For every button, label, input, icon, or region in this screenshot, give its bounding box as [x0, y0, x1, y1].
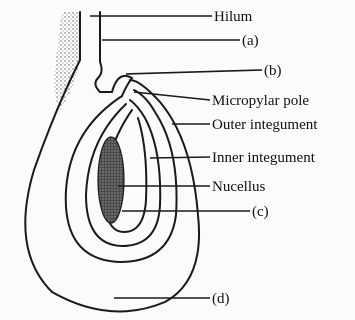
- label-inner-integument: Inner integument: [212, 150, 316, 166]
- micropyle: [112, 76, 132, 96]
- embryo-sac: [98, 137, 124, 223]
- label-d: (d): [212, 291, 230, 307]
- funicle-stipple: [54, 12, 80, 110]
- funicle-right-edge: [95, 12, 112, 92]
- leader-inner-integument: [150, 157, 210, 158]
- label-c: (c): [252, 204, 269, 220]
- label-nucellus: Nucellus: [212, 179, 265, 195]
- label-a: (a): [242, 33, 259, 49]
- label-outer-integument: Outer integument: [212, 117, 318, 133]
- label-hilum: Hilum: [214, 9, 253, 25]
- leader-b: [126, 70, 262, 74]
- label-micropylar-pole: Micropylar pole: [212, 93, 309, 109]
- label-b: (b): [264, 63, 282, 79]
